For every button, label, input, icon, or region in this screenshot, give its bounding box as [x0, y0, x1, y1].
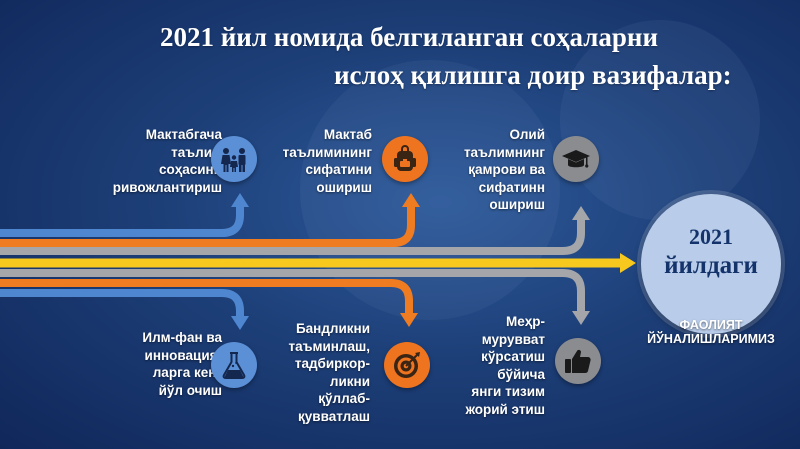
arrowhead-employment: [400, 313, 418, 327]
hub-year: 2021: [689, 224, 733, 249]
hub-label: йилдаги: [664, 252, 758, 279]
page-title-line-1: 2021 йил номида белгиланган соҳаларни: [160, 22, 659, 52]
arrow-science: [0, 289, 244, 318]
graduation-cap-icon: [553, 136, 599, 182]
arrowhead-school: [402, 193, 420, 207]
family-icon: [211, 136, 257, 182]
arrow-employment: [0, 279, 413, 316]
arrow-mercy: [0, 269, 585, 313]
hub-circle: 2021 йилдаги: [641, 194, 781, 334]
arrowhead-preschool: [231, 193, 249, 207]
thumbs-up-icon: [555, 338, 601, 384]
arrow-school: [0, 204, 415, 247]
arrow-preschool: [0, 204, 244, 237]
backpack-icon: [382, 136, 428, 182]
page-title-line-2: ислоҳ қилишга доир вазифалар:: [334, 60, 732, 90]
hub-caption: ФАОЛИЯТ ЙЎНАЛИШЛАРИМИЗ: [647, 318, 775, 346]
arrowhead-main: [620, 253, 636, 273]
target-icon: [384, 342, 430, 388]
flask-icon: [211, 342, 257, 388]
arrowhead-mercy: [572, 311, 590, 325]
background-blob: [560, 20, 760, 220]
arrowhead-science: [231, 316, 249, 330]
arrowhead-higher-education: [572, 206, 590, 220]
arrow-higher-education: [0, 217, 585, 255]
